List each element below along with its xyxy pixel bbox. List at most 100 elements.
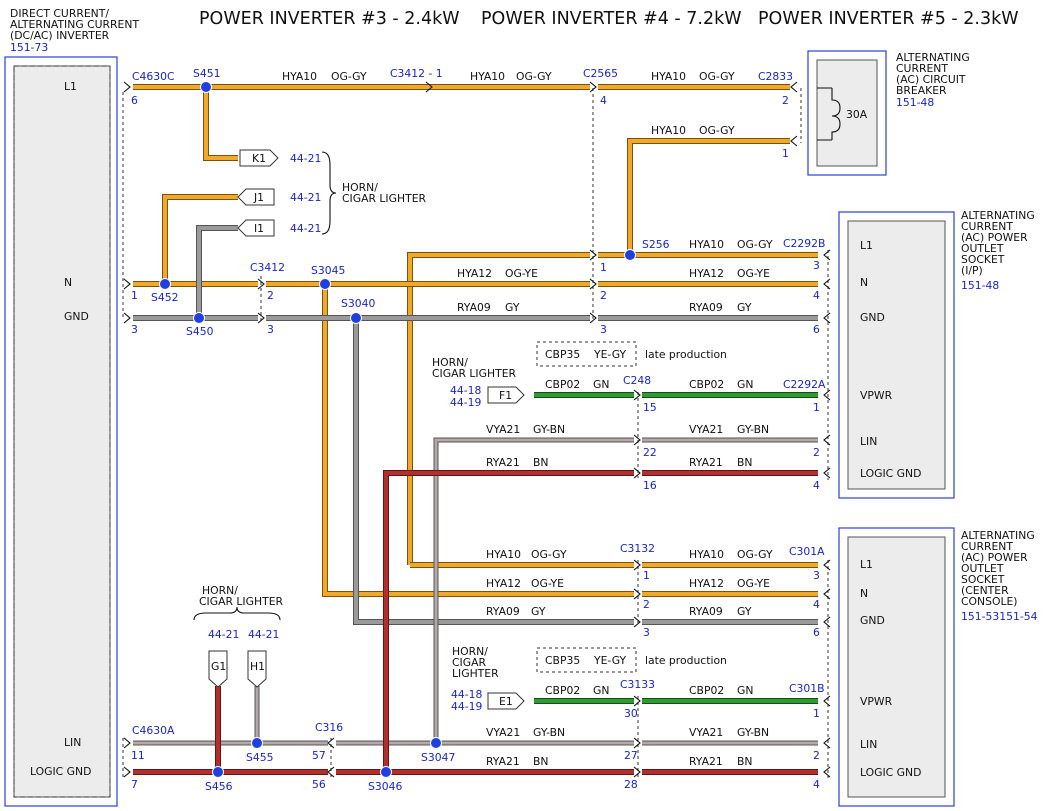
wire-color-gy-2: GY bbox=[737, 301, 752, 314]
arrow-c3132-3 bbox=[633, 616, 641, 628]
wire-color-bn-1: BN bbox=[533, 456, 548, 469]
inverter-pin-gnd: GND bbox=[64, 310, 89, 323]
wire-color-bn-2: BN bbox=[737, 456, 752, 469]
wire-label-rya21-3: RYA21 bbox=[486, 755, 520, 768]
splice-s3045-label: S3045 bbox=[311, 264, 345, 277]
pin-c3133-28: 28 bbox=[624, 778, 638, 791]
terminal-k1-label: K1 bbox=[252, 152, 266, 165]
socket-ip-pin-vpwr: VPWR bbox=[860, 389, 893, 402]
splice-s256 bbox=[624, 249, 636, 261]
wire-color-bn-4: BN bbox=[737, 755, 752, 768]
arrow-c2833-1 bbox=[790, 135, 798, 147]
arrow-c2565-2 bbox=[589, 278, 597, 290]
connector-c3412: C3412 bbox=[250, 261, 285, 274]
terminal-f1 bbox=[487, 386, 525, 404]
wire-color-gy-bn-4: GY-BN bbox=[737, 726, 769, 739]
terminal-e1-ref2: 44-19 bbox=[451, 700, 483, 713]
wire-label-rya21-4: RYA21 bbox=[689, 755, 723, 768]
pin-c4630c-1: 1 bbox=[131, 289, 138, 302]
terminal-i1-label: I1 bbox=[254, 222, 264, 235]
horn-mid-line-1: HORN/ bbox=[432, 356, 468, 369]
socket-cc-name-line-5: SOCKET bbox=[961, 573, 1005, 586]
splice-s456 bbox=[212, 766, 224, 778]
horn-top-line-1: HORN/ bbox=[342, 181, 378, 194]
socket-ip-pin-logic-gnd: LOGIC GND bbox=[860, 467, 921, 480]
title-inverter-3: POWER INVERTER #3 - 2.4kW bbox=[199, 9, 460, 29]
late-production-ip-circuit: CBP35 bbox=[545, 348, 580, 361]
wire-label-hya12-4: HYA12 bbox=[689, 577, 724, 590]
wire-color-og-ye-3: OG-YE bbox=[531, 577, 564, 590]
wire-color-og-gy-2: OG-GY bbox=[516, 70, 552, 83]
socket-ip-pin-gnd: GND bbox=[860, 311, 885, 324]
socket-ip-name-line-6: (I/P) bbox=[961, 264, 983, 277]
horn-top-brace bbox=[321, 151, 337, 235]
wire-label-rya21-2: RYA21 bbox=[689, 456, 723, 469]
pin-c3132-3: 3 bbox=[643, 626, 650, 639]
connector-c301a: C301A bbox=[789, 545, 825, 558]
wire-label-hya10-5: HYA10 bbox=[689, 238, 724, 251]
arrow-c301b-4 bbox=[823, 766, 831, 778]
splice-s3046 bbox=[380, 766, 392, 778]
pin-c4630a-11: 11 bbox=[131, 749, 145, 762]
socket-cc-name-line-3: (AC) POWER bbox=[961, 551, 1028, 564]
wire-label-hya10-2: HYA10 bbox=[470, 70, 505, 83]
wire-label-hya10-1: HYA10 bbox=[282, 70, 317, 83]
arrow-c301a-6 bbox=[823, 616, 831, 628]
socket-cc-outline bbox=[838, 527, 955, 807]
pin-c2292a-4: 4 bbox=[813, 479, 820, 492]
wire-gnd-cc bbox=[354, 318, 818, 624]
connector-arrows bbox=[123, 81, 831, 778]
socket-cc-component: L1 N GND VPWR LIN LOGIC GND ALTERNATING … bbox=[838, 527, 1038, 807]
breaker-name-line-2: CURRENT bbox=[896, 62, 948, 75]
arrow-c301b-2 bbox=[823, 737, 831, 749]
wire-label-vya21-2: VYA21 bbox=[689, 423, 723, 436]
socket-cc-pin-lin: LIN bbox=[860, 738, 877, 751]
pin-c2292b-3: 3 bbox=[813, 259, 820, 272]
wire-color-gn-4: GN bbox=[737, 684, 753, 697]
inverter-body bbox=[13, 65, 111, 798]
pin-c3412-3: 3 bbox=[267, 323, 274, 336]
wire-color-gn-2: GN bbox=[737, 378, 753, 391]
socket-ip-name-line-4: OUTLET bbox=[961, 242, 1004, 255]
arrow-c248-22 bbox=[633, 434, 641, 446]
wire-label-rya09-1: RYA09 bbox=[457, 301, 491, 314]
wire-color-gy-3: GY bbox=[531, 605, 546, 618]
wire-color-og-ye-1: OG-YE bbox=[505, 267, 538, 280]
splice-s256-label: S256 bbox=[642, 238, 670, 251]
socket-cc-ref: 151-53151-54 bbox=[961, 610, 1038, 623]
breaker-name-line-3: (AC) CIRCUIT bbox=[896, 73, 966, 86]
wire-color-gn-1: GN bbox=[593, 378, 609, 391]
inverter-component: DIRECT CURRENT/ ALTERNATING CURRENT (DC/… bbox=[4, 7, 139, 807]
arrow-c2565-1 bbox=[589, 249, 597, 261]
splice-s455-label: S455 bbox=[246, 751, 273, 764]
arrow-c301b-1 bbox=[823, 695, 831, 707]
wire-color-og-gy-7: OG-GY bbox=[737, 548, 773, 561]
wire-i1 bbox=[197, 226, 238, 318]
arrow-c2292b-6 bbox=[823, 312, 831, 324]
splice-s450 bbox=[193, 312, 205, 324]
terminal-k1-ref: 44-21 bbox=[290, 152, 321, 165]
wire-label-rya09-4: RYA09 bbox=[689, 605, 723, 618]
splice-s451-label: S451 bbox=[193, 67, 220, 80]
pin-c2292a-2: 2 bbox=[813, 446, 820, 459]
wire-color-gn-3: GN bbox=[593, 684, 609, 697]
terminal-f1-label: F1 bbox=[499, 389, 512, 402]
socket-cc-pin-n: N bbox=[860, 587, 868, 600]
inverter-pin-l1: L1 bbox=[64, 80, 77, 93]
wire-logic-gnd-ip bbox=[384, 471, 818, 772]
socket-cc-name-line-2: CURRENT bbox=[961, 540, 1013, 553]
splices: S451 S452 S450 S3045 S3040 S256 S455 S45… bbox=[151, 67, 670, 793]
horn-bottom-left-line-2: CIGAR LIGHTER bbox=[199, 595, 284, 608]
pin-c4630a-7: 7 bbox=[131, 778, 138, 791]
connector-c248: C248 bbox=[623, 374, 651, 387]
arrow-c301a-3 bbox=[823, 559, 831, 571]
pin-c3133-27: 27 bbox=[624, 749, 638, 762]
pin-c248-16: 16 bbox=[643, 479, 657, 492]
terminal-e1-label: E1 bbox=[499, 695, 513, 708]
connector-c3412-1: C3412 - 1 bbox=[390, 67, 443, 80]
breaker-rating: 30A bbox=[846, 108, 868, 121]
horn-bottom-left-line-1: HORN/ bbox=[202, 584, 238, 597]
pin-c2292b-6: 6 bbox=[813, 323, 820, 336]
wire-color-gy-bn-2: GY-BN bbox=[737, 423, 769, 436]
